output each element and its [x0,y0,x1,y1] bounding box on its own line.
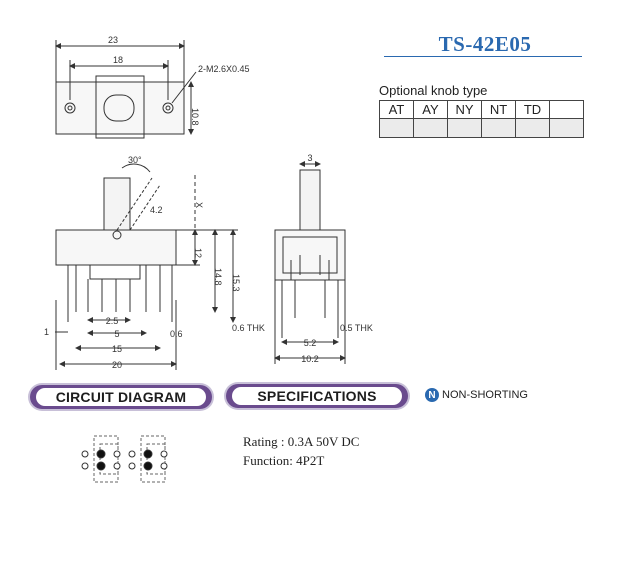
mount-hole-left [64,102,76,114]
knob-blank-cell [447,118,482,138]
pivot [112,230,122,240]
label-15-3: 15.3 [231,274,241,292]
non-shorting-note: N NON-SHORTING [425,388,528,402]
specifications-label: SPECIFICATIONS [232,387,402,405]
label-1: 1 [44,327,49,337]
label-angle: 30° [128,155,142,165]
label-3: 3 [307,153,312,163]
knob-type-table: AT AY NY NT TD [379,100,584,138]
side-view [274,161,346,364]
circuit-diagram-heading: CIRCUIT DIAGRAM [30,385,212,409]
label-x: X [194,202,204,208]
label-thk-right: 0.5 THK [340,323,373,333]
label-10-8: 10.8 [190,108,200,126]
mount-hole-left-inner [67,105,73,111]
circuit-diagram [81,435,168,483]
n-badge-icon: N [425,388,439,402]
label-thk-left: 0.6 THK [232,323,265,333]
spec-function: Function: 4P2T [243,453,325,468]
knob-blank-cell [549,118,584,138]
side-lever [299,169,321,233]
top-view-knob [103,94,135,122]
non-shorting-label: NON-SHORTING [442,389,528,401]
mount-hole-right [162,102,174,114]
label-hole: 2-M2.6X0.45 [198,64,250,74]
side-inner [282,236,338,274]
front-body [55,229,177,266]
label-20: 20 [112,360,122,370]
label-5-2: 5.2 [304,338,317,348]
label-4-2: 4.2 [150,205,163,215]
label-5: 5 [114,329,119,339]
title-underline [384,56,582,57]
part-title: TS-42E05 [438,32,532,56]
front-view [55,163,238,370]
top-view [55,40,197,139]
specifications-heading: SPECIFICATIONS [226,384,408,408]
hole-leader [171,71,197,104]
spec-rating: Rating : 0.3A 50V DC [243,434,360,449]
knob-caption: Optional knob type [379,83,488,98]
label-12: 12 [193,248,203,258]
label-18: 18 [113,55,123,65]
side-body [274,229,346,281]
label-10-2: 10.2 [301,354,319,364]
label-2-5: 2.5 [106,316,119,326]
label-23: 23 [108,35,118,45]
label-14-8: 14.8 [213,268,223,286]
knob-blank-cell [413,118,448,138]
knob-cell: NT [481,100,516,119]
circuit-diagram-label: CIRCUIT DIAGRAM [36,388,206,406]
label-0-6: 0.6 [170,329,183,339]
lever [103,177,131,231]
label-15: 15 [112,344,122,354]
top-view-slider-frame [95,75,145,139]
base-block [89,264,141,280]
mount-hole-right-inner [165,105,171,111]
